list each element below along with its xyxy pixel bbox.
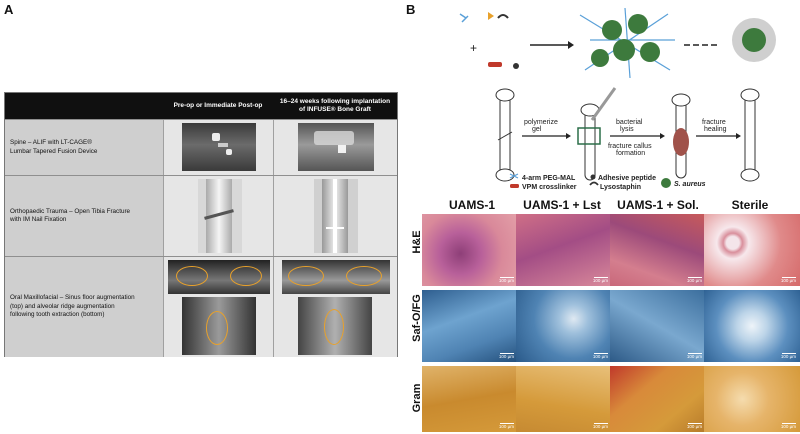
hist-gram-lst: 100 µm [516,366,612,432]
col-head-sterile: Sterile [731,198,769,212]
hist-he-uams1: 100 µm [422,214,518,286]
legend-aureus: S. aureus [674,181,706,188]
row-ortho-line1: Orthopaedic Trauma – Open Tibia Fracture [10,207,131,215]
panel-a-label: A [4,2,14,17]
step-fracture: fracture [702,119,726,126]
hist-safo-lst: 100 µm [516,290,612,362]
col-head-uams1: UAMS-1 [448,198,495,212]
col-head-uams1-sol: UAMS-1 + Sol. [617,198,699,212]
vpm-icon [488,62,502,67]
peg-legend-icon [509,173,519,179]
hist-safo-sol: 100 µm [610,290,706,362]
table-row-spine: Spine – ALIF with LT-CAGE® Lumbar Tapere… [5,119,397,175]
ortho-pre-op-xray [198,179,242,253]
spine-pre-op-xray [182,123,256,171]
legend-peptide: Adhesive peptide [598,175,656,182]
peptide-legend-icon [590,174,596,180]
hist-he-lst: 100 µm [516,214,612,286]
row-label-oral: Oral Maxillofacial – Sinus floor augment… [5,257,163,357]
header-post-implant: 16–24 weeks following implantation of IN… [273,93,397,119]
oral-post-xray-top [282,260,390,294]
oral-pre-op-xray-top [168,260,270,294]
hist-he-sterile: 100 µm [704,214,800,286]
step-gel: gel [532,126,542,133]
oral-pre-op-cell [163,257,273,357]
row-oral-line3: following tooth extraction (bottom) [10,311,105,319]
legend-peg: 4-arm PEG-MAL [522,175,576,182]
hist-he-sol: 100 µm [610,214,706,286]
step-healing: healing [704,126,727,133]
ortho-pre-op-cell [163,176,273,256]
col-head-uams1-lst: UAMS-1 + Lst [523,198,601,212]
header-post-implant-line1: 16–24 weeks following implantation [279,97,391,105]
table-row-ortho: Orthopaedic Trauma – Open Tibia Fracture… [5,175,397,256]
panel-b-label: B [406,2,416,17]
ortho-post-cell [273,176,397,256]
step-lysis: lysis [620,126,634,133]
legend-vpm: VPM crosslinker [522,184,577,191]
bone-sequence [495,87,760,182]
ortho-post-xray [314,179,358,253]
hist-safo-uams1: 100 µm [422,290,518,362]
spine-pre-op-cell [163,120,273,175]
step-formation: formation [616,150,645,157]
oral-post-xray-bottom [298,297,372,355]
bone-graft-table: Pre-op or Immediate Post-op 16–24 weeks … [4,92,398,357]
hist-gram-sol: 100 µm [610,366,706,432]
hist-gram-sterile: 100 µm [704,366,800,432]
row-label-spine: Spine – ALIF with LT-CAGE® Lumbar Tapere… [5,120,163,175]
aureus-legend-icon [661,178,671,188]
component-icons [459,12,509,23]
header-post-implant-line2: of INFUSE® Bone Graft [299,106,371,113]
spine-post-cell [273,120,397,175]
hist-safo-sterile: 100 µm [704,290,800,362]
step-fracture-callus: fracture callus [608,143,652,150]
gel-network-icon [579,7,675,79]
row-ortho-line2: with IM Nail Fixation [10,216,67,223]
table-header: Pre-op or Immediate Post-op 16–24 weeks … [5,93,397,119]
row-spine-line1: Spine – ALIF with LT-CAGE® [10,139,92,146]
spine-post-xray [298,123,374,171]
hydrogel-schematic: + polymerize [459,7,776,191]
row-oral-line1: Oral Maxillofacial – Sinus floor augment… [10,294,135,302]
step-bacterial: bacterial [616,119,643,126]
oral-post-cell [273,257,397,357]
peptide-icon [513,63,519,69]
legend-lyso: Lysostaphin [600,184,641,191]
oral-pre-op-xray-bottom [182,297,256,355]
plus-sign: + [470,41,477,55]
hist-gram-uams1: 100 µm [422,366,518,432]
row-label-ortho: Orthopaedic Trauma – Open Tibia Fracture… [5,176,163,256]
row-oral-line2: (top) and alveolar ridge augmentation [10,302,115,310]
header-pre-op: Pre-op or Immediate Post-op [173,101,263,109]
table-row-oral: Oral Maxillofacial – Sinus floor augment… [5,256,397,357]
lyso-legend-icon [589,181,599,186]
row-spine-line2: Lumbar Tapered Fusion Device [10,147,98,155]
step-polymerize: polymerize [524,119,558,126]
vpm-legend-icon [510,184,519,188]
